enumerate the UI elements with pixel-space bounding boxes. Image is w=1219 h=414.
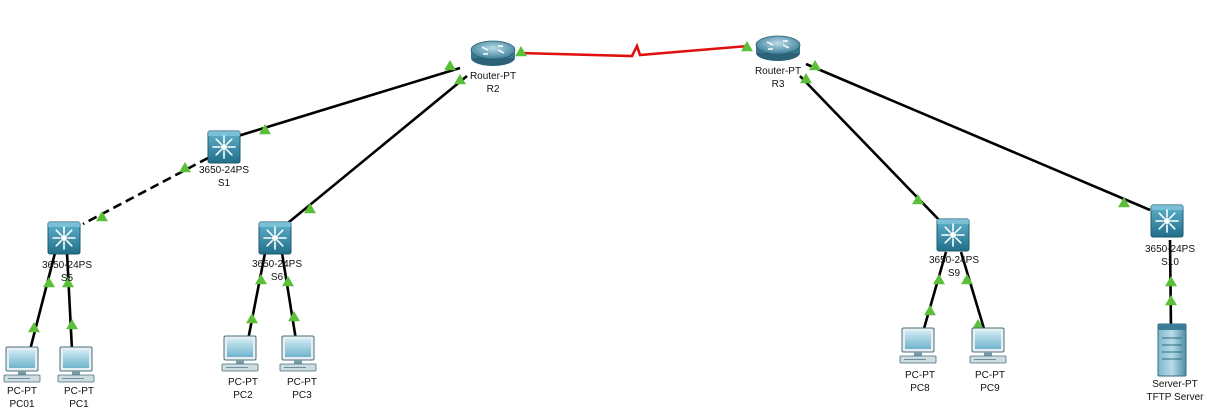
port-up-indicator [96,211,108,222]
device-model-label: PC-PT [228,377,258,388]
port-up-indicator [43,277,55,288]
device-model-label: PC-PT [287,377,317,388]
link-s6-pc3[interactable] [280,252,298,341]
port-up-indicator [62,277,74,288]
port-up-indicator [179,162,191,173]
port-up-indicator [444,60,456,71]
pc-icon [57,346,95,383]
pc-icon [3,346,41,383]
device-s6[interactable]: 3650-24PS S6 [252,221,302,283]
device-model-label: 3650-24PS [42,260,92,271]
multilayer-switch-icon [47,221,81,255]
links-layer [28,42,1173,351]
serial-link-r2-r3[interactable] [519,42,749,58]
device-s5[interactable]: 3650-24PS S5 [42,221,92,284]
pc-icon [899,327,937,364]
port-up-indicator [933,274,945,285]
multilayer-switch-icon [1150,204,1184,238]
port-up-indicator [1165,276,1177,287]
port-up-indicator [259,124,271,135]
port-up-indicator [246,313,258,324]
port-up-indicator [66,319,78,330]
device-srv[interactable]: Server-PT TFTP Server [1146,323,1204,403]
port-up-indicator [1118,197,1130,208]
device-name-label: PC2 [233,390,253,401]
server-icon [1157,323,1187,377]
device-r2[interactable]: Router-PT R2 [470,40,516,95]
device-pc01[interactable]: PC-PT PC01 [3,346,41,410]
multilayer-switch-icon [936,218,970,252]
device-name-label: PC9 [980,383,1000,394]
pc-icon [221,335,259,372]
device-name-label: PC01 [9,399,34,410]
device-name-label: S9 [948,268,961,279]
port-up-indicator [1165,295,1177,306]
device-name-label: PC3 [292,390,312,401]
port-up-indicator [288,311,300,322]
device-pc2[interactable]: PC-PT PC2 [221,335,259,401]
device-model-label: PC-PT [975,370,1005,381]
device-model-label: Router-PT [470,71,516,82]
device-s10[interactable]: 3650-24PS S10 [1145,204,1195,268]
link-s5-pc01[interactable] [28,252,57,351]
device-pc9[interactable]: PC-PT PC9 [969,327,1007,394]
link-s5-pc1[interactable] [65,252,74,351]
device-name-label: TFTP Server [1146,392,1204,403]
device-pc8[interactable]: PC-PT PC8 [899,327,937,394]
device-model-label: Router-PT [755,66,801,77]
port-up-indicator [961,274,973,285]
device-name-label: S10 [1161,257,1179,268]
port-up-indicator [800,73,812,84]
port-up-indicator [924,305,936,316]
port-up-indicator [28,322,40,333]
router-icon [755,35,801,61]
port-up-indicator [912,194,924,205]
multilayer-switch-icon [258,221,292,255]
link-r3-s10[interactable] [805,62,1151,212]
port-up-indicator [809,60,821,71]
pc-icon [279,335,317,372]
port-up-indicator [282,276,294,287]
port-indicators [28,41,1177,333]
device-name-label: PC8 [910,383,930,394]
multilayer-switch-icon [207,130,241,164]
device-model-label: 3650-24PS [1145,244,1195,255]
port-up-indicator [255,274,267,285]
port-up-indicator [972,319,984,330]
device-name-label: PC1 [69,399,89,410]
link-s6-pc2[interactable] [246,252,267,341]
link-r2-s6[interactable] [282,74,468,229]
device-model-label: PC-PT [64,386,94,397]
link-s9-pc8[interactable] [921,251,948,333]
port-up-indicator [304,203,316,214]
pc-icon [969,327,1007,364]
device-model-label: PC-PT [905,370,935,381]
port-up-indicator [454,74,466,85]
router-icon [470,40,516,66]
device-model-label: PC-PT [7,386,37,397]
devices-layer: Router-PTR2Router-PTR33650-24PSS13650-24… [3,35,1204,410]
device-r3[interactable]: Router-PT R3 [755,35,801,90]
device-model-label: Server-PT [1152,379,1198,390]
device-name-label: R3 [772,79,785,90]
link-r2-s1[interactable] [237,66,461,138]
device-name-label: S6 [271,272,284,283]
link-s1-s5[interactable] [82,156,209,226]
device-name-label: S5 [61,273,74,284]
device-s9[interactable]: 3650-24PS S9 [929,218,979,279]
device-pc3[interactable]: PC-PT PC3 [279,335,317,401]
device-name-label: R2 [487,84,500,95]
device-model-label: 3650-24PS [199,165,249,176]
device-name-label: S1 [218,178,231,189]
device-s1[interactable]: 3650-24PS S1 [199,130,249,189]
device-model-label: 3650-24PS [252,259,302,270]
device-pc1[interactable]: PC-PT PC1 [57,346,95,410]
device-model-label: 3650-24PS [929,255,979,266]
link-s9-pc9[interactable] [959,251,987,333]
port-up-indicator [741,41,753,52]
port-up-indicator [515,46,527,57]
